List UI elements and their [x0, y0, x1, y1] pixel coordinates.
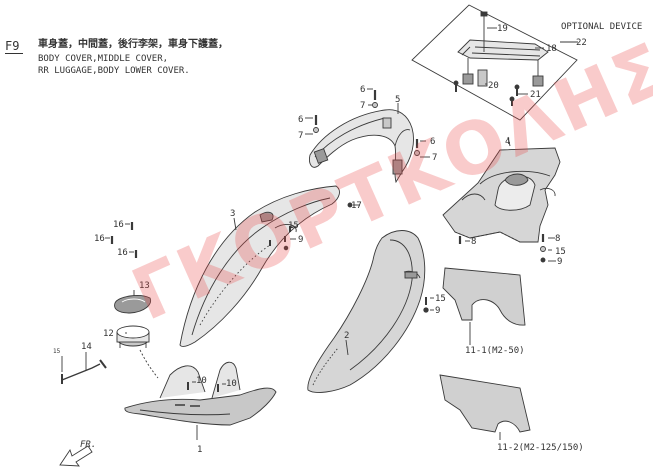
- callout-15d: 15: [555, 247, 566, 257]
- callout-7c: 7: [432, 153, 437, 163]
- floor-mats: [439, 267, 531, 440]
- middle-cover: [124, 361, 277, 440]
- optional-device-frame: [411, 4, 578, 121]
- figure-code-underline: [5, 53, 23, 54]
- callout-labels: 1 2 3 4 5 6 6 6 7 7 7 8 8 9 9 9 10 10 11…: [53, 24, 587, 455]
- callout-19: 19: [497, 24, 508, 34]
- callout-6c: 6: [430, 137, 435, 147]
- callout-11-1: 11-1(M2-50): [465, 346, 525, 356]
- callout-15a: 15: [53, 348, 61, 355]
- callout-22: 22: [576, 38, 587, 48]
- body-cover-left: [179, 185, 360, 347]
- callout-16b: 16: [94, 234, 105, 244]
- callout-7b: 7: [298, 131, 303, 141]
- figure-title-english-line2: RR LUGGAGE,BODY LOWER COVER.: [38, 66, 190, 76]
- body-cover-right: [307, 230, 434, 393]
- callout-5: 5: [395, 95, 400, 105]
- optional-device-label: OPTIONAL DEVICE: [561, 22, 643, 32]
- arrow-icon: [59, 445, 93, 467]
- callout-21: 21: [530, 90, 541, 100]
- figure-title-chinese: 車身蓋，中間蓋，後行李架，車身下護蓋，: [38, 39, 228, 50]
- rack-bracket-left: [462, 73, 474, 85]
- callout-18: 18: [546, 44, 557, 54]
- callout-1: 1: [197, 445, 202, 455]
- callout-16a: 16: [113, 220, 124, 230]
- callout-12: 12: [103, 329, 114, 339]
- callout-10b: 10: [226, 379, 237, 389]
- seat-lock-assembly: [61, 222, 159, 384]
- callout-14: 14: [81, 342, 92, 352]
- figure-title-english-line1: BODY COVER,MIDDLE COVER,: [38, 54, 169, 64]
- callout-2: 2: [344, 331, 349, 341]
- callout-11-2: 11-2(M2-125/150): [497, 443, 584, 453]
- callout-9b: 9: [435, 306, 440, 316]
- callout-7a: 7: [360, 101, 365, 111]
- callout-6a: 6: [360, 85, 365, 95]
- rear-grab-handle: [305, 88, 430, 184]
- front-direction-arrow: [59, 445, 93, 467]
- callout-9a: 9: [298, 235, 303, 245]
- callout-9c: 9: [557, 257, 562, 267]
- callout-20: 20: [488, 81, 499, 91]
- rack-spacer: [477, 69, 488, 87]
- figure-code: F9: [5, 39, 20, 53]
- callout-15c: 15: [435, 294, 446, 304]
- callout-4: 4: [505, 137, 510, 147]
- callout-6b: 6: [298, 115, 303, 125]
- callout-8b: 8: [555, 234, 560, 244]
- callout-17: 17: [351, 201, 362, 211]
- callout-3: 3: [230, 209, 235, 219]
- callout-10a: 10: [196, 376, 207, 386]
- direction-label: FR.: [80, 440, 96, 450]
- optional-device-group: [411, 4, 578, 121]
- callout-15b: 15: [288, 221, 299, 231]
- rack-bracket-right: [532, 75, 544, 87]
- callout-8a: 8: [471, 237, 476, 247]
- callout-16c: 16: [117, 248, 128, 258]
- callout-13: 13: [139, 281, 150, 291]
- body-lower-cover: [442, 136, 561, 263]
